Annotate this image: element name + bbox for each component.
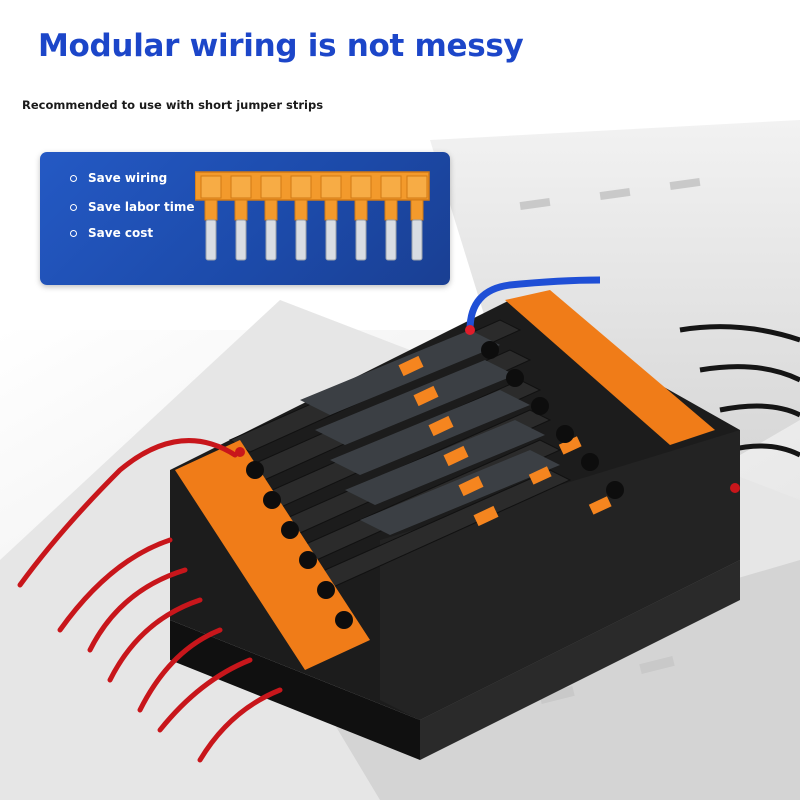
features-panel: Save wiring Save labor time Save cost — [40, 152, 450, 285]
feature-item: Save cost — [70, 227, 200, 240]
feature-label: Save cost — [88, 226, 154, 240]
headline: Modular wiring is not messy — [38, 28, 524, 64]
jumper-strip-illustration — [195, 171, 430, 261]
rail-slots — [519, 177, 701, 704]
relay-side-panel — [380, 430, 740, 720]
feature-label: Save wiring — [88, 171, 168, 185]
release-tabs — [398, 355, 612, 527]
features-list: Save wiring Save labor time Save cost — [70, 172, 200, 240]
bullet-icon — [70, 230, 77, 237]
bullet-icon — [70, 175, 77, 182]
feature-item: Save labor time — [70, 201, 200, 214]
contact-terminal-row — [481, 290, 715, 499]
wire-insulation-tips — [235, 447, 740, 493]
relay-cartridges — [300, 330, 560, 535]
subheadline: Recommended to use with short jumper str… — [22, 98, 324, 112]
red-wires — [17, 438, 283, 763]
bullet-icon — [70, 204, 77, 211]
feature-item: Save wiring — [70, 172, 200, 185]
jumper-pins — [205, 219, 423, 261]
blue-wire — [466, 276, 601, 331]
feature-label: Save labor time — [88, 200, 195, 214]
coil-terminal-row — [175, 440, 370, 670]
